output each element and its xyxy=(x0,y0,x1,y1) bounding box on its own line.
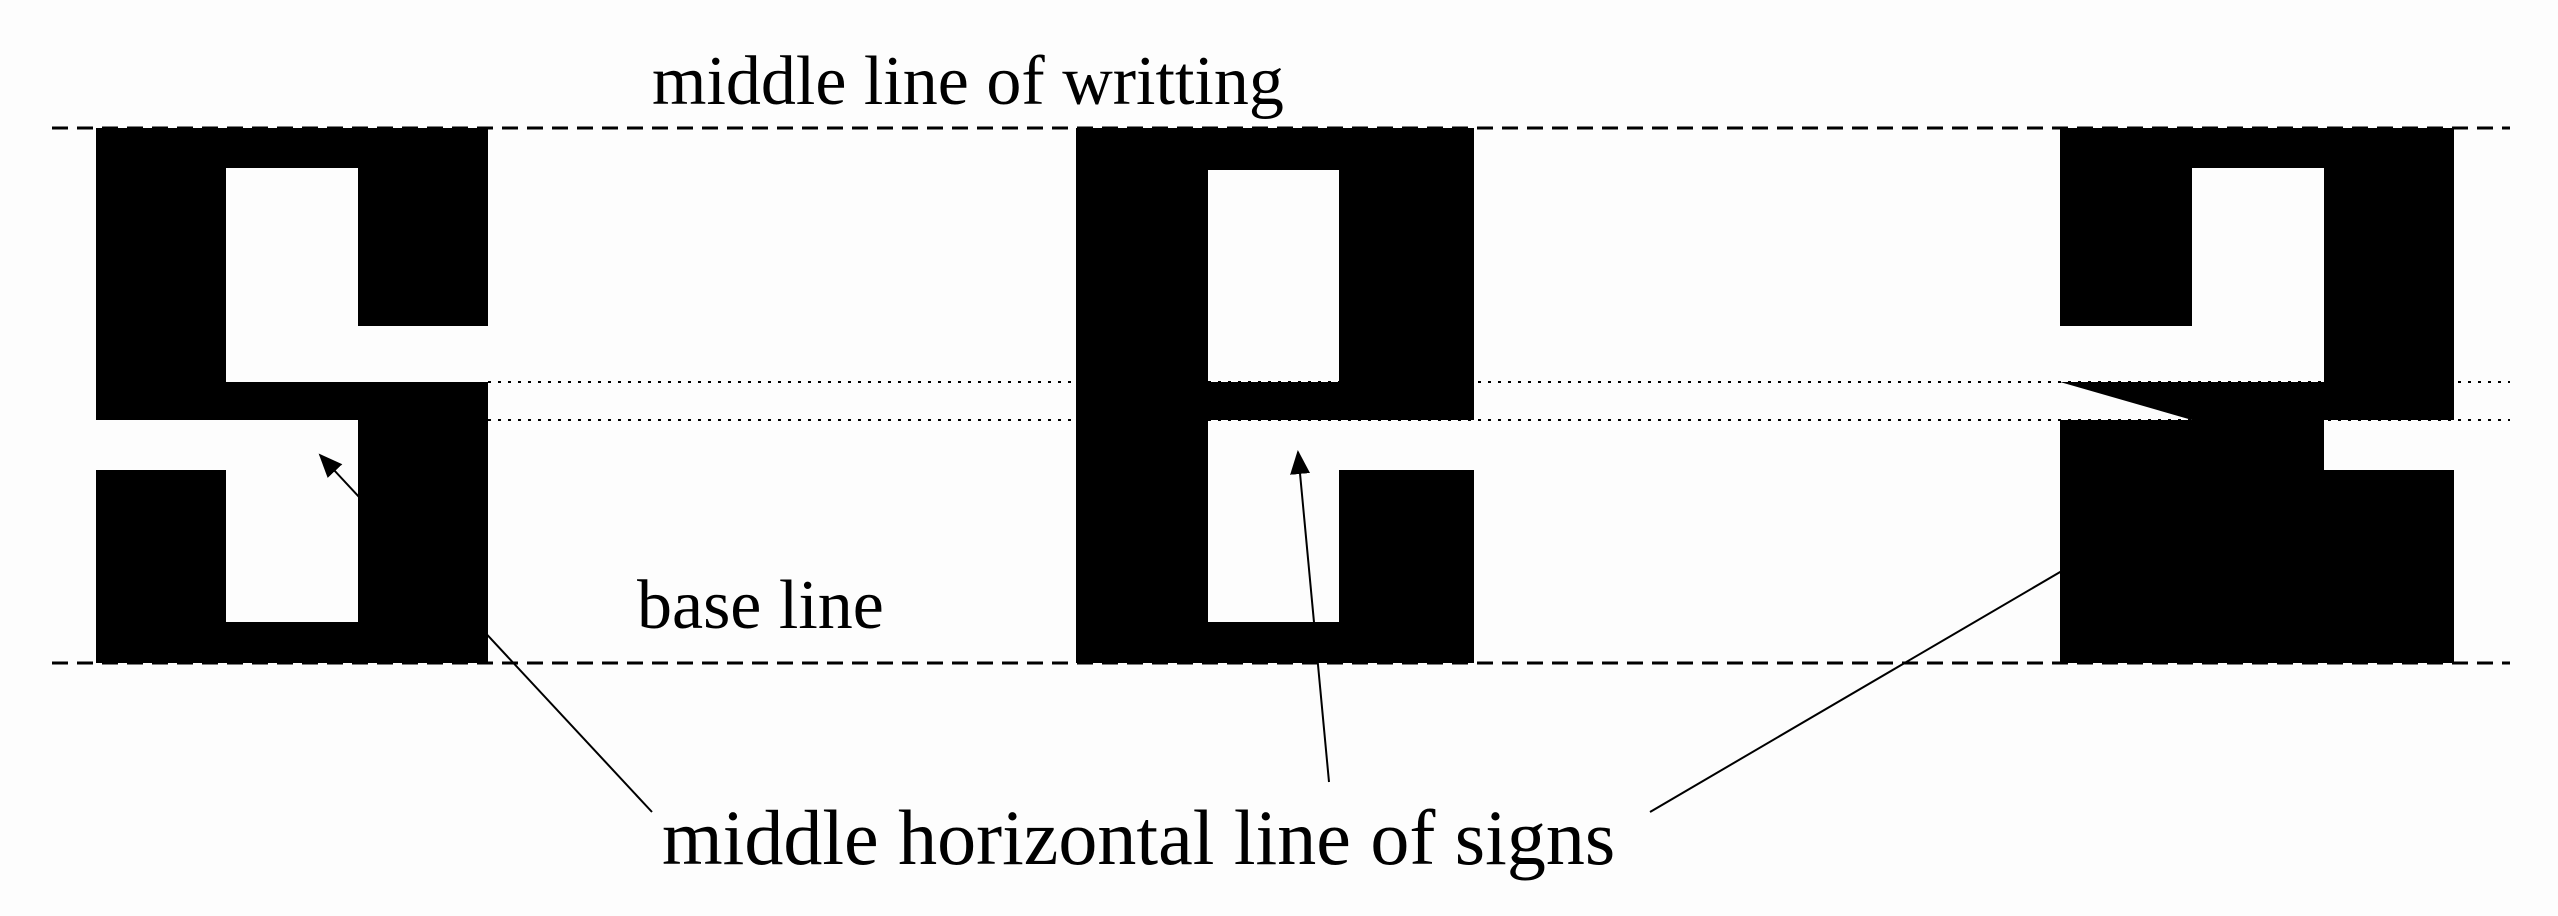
base-line-label: base line xyxy=(637,567,884,644)
glyph-z xyxy=(2060,128,2454,663)
arrow-to-z xyxy=(1649,446,2274,813)
glyph-e xyxy=(1076,128,1474,663)
arrow-to-e xyxy=(1290,450,1330,783)
middle-horizontal-label: middle horizontal line of signs xyxy=(662,794,1615,881)
arrow-to-s xyxy=(318,453,653,813)
middle-line-label: middle line of writting xyxy=(652,43,1284,120)
